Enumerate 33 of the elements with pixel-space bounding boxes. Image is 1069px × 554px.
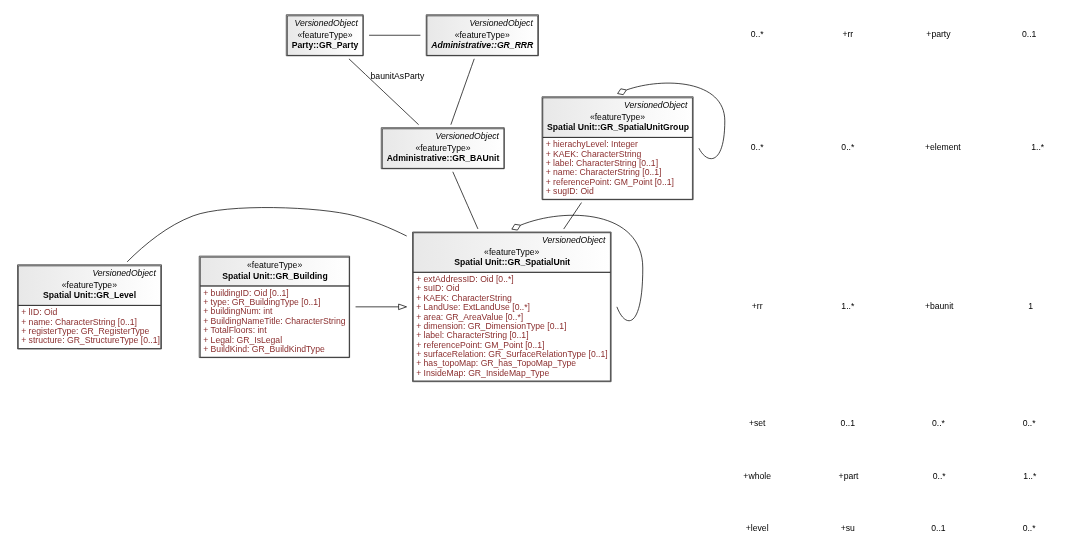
label: 1..*: [841, 301, 855, 312]
label: 1..*: [1023, 470, 1037, 481]
connector: [452, 171, 479, 230]
label: 0..*: [932, 470, 946, 481]
connector: [348, 58, 419, 126]
label: 0..*: [1022, 418, 1036, 429]
label: +party: [926, 29, 951, 40]
connector: [126, 207, 408, 263]
connector: [563, 202, 582, 230]
label: 0..1: [1021, 29, 1037, 40]
label: +set: [748, 418, 766, 429]
label: +rr: [751, 301, 763, 312]
label: 0..*: [750, 142, 764, 153]
label: 0..1: [840, 418, 856, 429]
connector: [450, 58, 475, 126]
label: 1: [1028, 301, 1033, 312]
label: 0..*: [841, 142, 855, 153]
label: +baunit: [924, 301, 954, 312]
label: 0..*: [750, 29, 764, 40]
label: +whole: [743, 470, 771, 481]
label: +part: [838, 470, 859, 481]
label: +rr: [842, 29, 854, 40]
label: +element: [924, 142, 961, 153]
connector: [617, 82, 726, 159]
label: +su: [840, 523, 855, 534]
label: 0..*: [1022, 523, 1036, 534]
label: 1..*: [1031, 142, 1045, 153]
label: 0..*: [932, 418, 945, 429]
connector: [511, 214, 644, 321]
label: 0..1: [931, 523, 946, 534]
label: +level: [745, 523, 769, 534]
arrow: [355, 303, 407, 310]
edge-label: baunitAsParty: [370, 70, 425, 81]
